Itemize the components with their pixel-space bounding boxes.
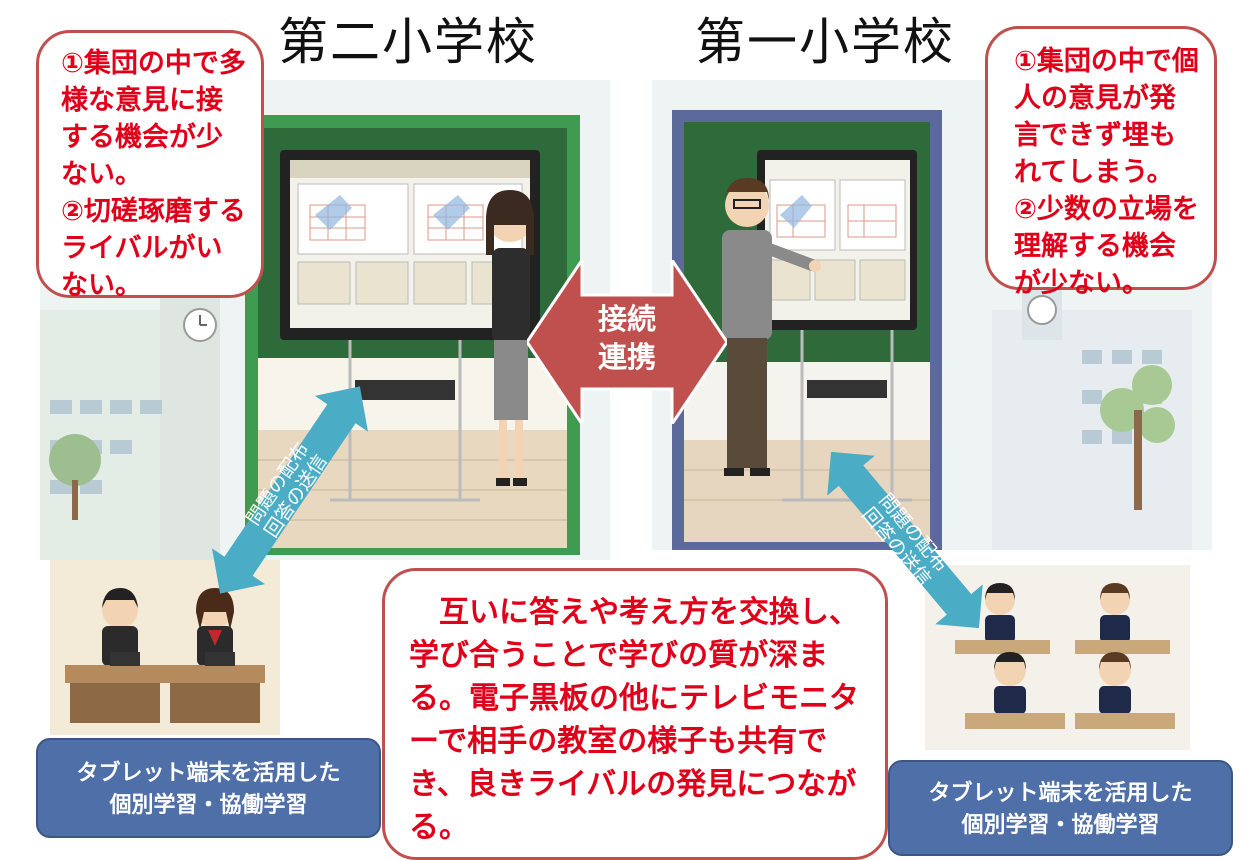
right-tablet-line2: 個別学習・協働学習 xyxy=(961,813,1160,838)
left-tablet-line2: 個別学習・協働学習 xyxy=(109,793,308,818)
left-students-illustration xyxy=(50,560,280,735)
left-issues-callout: ①集団の中で多様な意見に接する機会が少ない。 ②切磋琢磨するライバルがいない。 xyxy=(36,30,264,301)
center-link-label: 接続 連携 xyxy=(577,300,677,376)
left-issue-1: ①集団の中で多様な意見に接する機会が少ない。 xyxy=(61,48,246,190)
right-data-arrow xyxy=(827,451,983,629)
left-data-arrow xyxy=(212,386,368,594)
right-tablet-box: タブレット端末を活用した 個別学習・協働学習 xyxy=(888,760,1233,856)
bottom-summary-text: 互いに答えや考え方を交換し、学び合うことで学びの質が深まる。電子黒板の他にテレビ… xyxy=(409,595,859,845)
center-link-arrow xyxy=(527,260,727,424)
right-school-title: 第一小学校 xyxy=(695,13,955,71)
left-tablet-box: タブレット端末を活用した 個別学習・協働学習 xyxy=(36,738,381,838)
right-tablet-line1: タブレット端末を活用した xyxy=(928,781,1193,806)
left-school-title: 第二小学校 xyxy=(278,13,538,71)
right-issue-1: ①集団の中で個人の意見が発言できず埋もれてしまう。 xyxy=(1014,46,1199,188)
right-issues-callout: ①集団の中で個人の意見が発言できず埋もれてしまう。 ②少数の立場を理解する機会が… xyxy=(985,26,1217,299)
right-issue-2: ②少数の立場を理解する機会が少ない。 xyxy=(1014,194,1199,299)
left-tablet-line1: タブレット端末を活用した xyxy=(76,761,341,786)
left-classroom-illustration xyxy=(40,80,610,560)
left-issue-2: ②切磋琢磨するライバルがいない。 xyxy=(61,196,246,301)
center-link-line2: 連携 xyxy=(597,340,656,374)
center-link-line1: 接続 xyxy=(597,302,656,336)
bottom-summary-callout: 互いに答えや考え方を交換し、学び合うことで学びの質が深まる。電子黒板の他にテレビ… xyxy=(382,568,888,860)
